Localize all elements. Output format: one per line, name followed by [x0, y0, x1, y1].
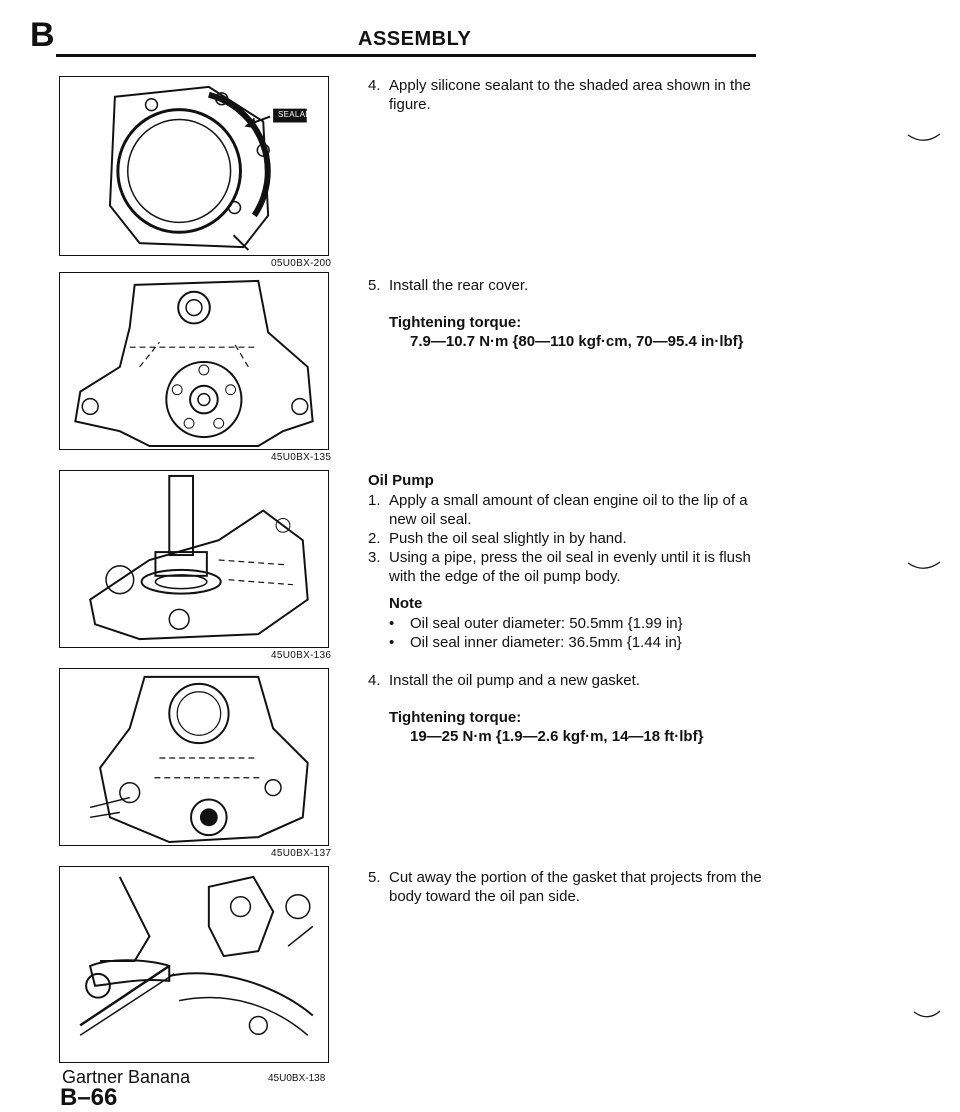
step-oil-pump-1: 1. Apply a small amount of clean engine …	[368, 492, 748, 528]
note-item: • Oil seal inner diameter: 36.5mm {1.44 …	[389, 634, 682, 651]
footer-name: Gartner Banana	[62, 1067, 191, 1087]
torque-value: 7.9—10.7 N·m {80—110 kgf·cm, 70—95.4 in·…	[410, 333, 744, 350]
bullet-icon: •	[389, 615, 395, 632]
figure-rear-cover-install	[59, 272, 329, 450]
step-oil-pump-3: 3. Using a pipe, press the oil seal in e…	[368, 549, 751, 585]
step-cut-gasket: 5. Cut away the portion of the gasket th…	[368, 869, 762, 905]
engine-rear-illustration	[74, 279, 314, 448]
rear-cover-illustration	[108, 85, 307, 251]
figure-gasket-trim	[59, 866, 329, 1063]
section-heading-oil-pump: Oil Pump	[368, 472, 434, 489]
step-install-oil-pump: 4. Install the oil pump and a new gasket…	[368, 672, 640, 689]
step-oil-pump-2: 2. Push the oil seal slightly in by hand…	[368, 530, 627, 547]
section-letter: B	[30, 16, 55, 54]
oil-pump-install-illustration	[89, 675, 309, 844]
torque-label: Tightening torque:	[389, 709, 522, 726]
figure-code: 45U0BX-138	[268, 1073, 326, 1084]
oil-seal-press-illustration	[89, 474, 309, 641]
figure-code: 05U0BX-200	[271, 258, 332, 269]
gasket-trim-illustration	[79, 875, 314, 1036]
figure-code: 45U0BX-136	[271, 650, 332, 661]
margin-mark	[907, 133, 941, 141]
step-apply-sealant: 4. Apply silicone sealant to the shaded …	[368, 77, 751, 113]
sealant-tag: SEALANT	[278, 110, 317, 119]
step-install-rear-cover: 5. Install the rear cover.	[368, 277, 529, 294]
figure-code: 45U0BX-135	[271, 452, 332, 463]
figure-oil-seal-press	[59, 470, 329, 648]
header-rule	[56, 54, 756, 57]
figure-rear-cover-sealant: SEALANT	[59, 76, 329, 256]
figure-oil-pump-install	[59, 668, 329, 846]
torque-label: Tightening torque:	[389, 314, 522, 331]
figure-code: 45U0BX-137	[271, 848, 332, 859]
page-number: B–66	[60, 1084, 118, 1111]
bullet-icon: •	[389, 634, 395, 651]
note-heading: Note	[389, 595, 423, 612]
margin-mark	[907, 561, 941, 569]
torque-value: 19—25 N·m {1.9—2.6 kgf·m, 14—18 ft·lbf}	[410, 728, 704, 745]
note-item: • Oil seal outer diameter: 50.5mm {1.99 …	[389, 615, 683, 632]
page-title: ASSEMBLY	[358, 28, 472, 50]
margin-mark	[913, 1010, 941, 1018]
